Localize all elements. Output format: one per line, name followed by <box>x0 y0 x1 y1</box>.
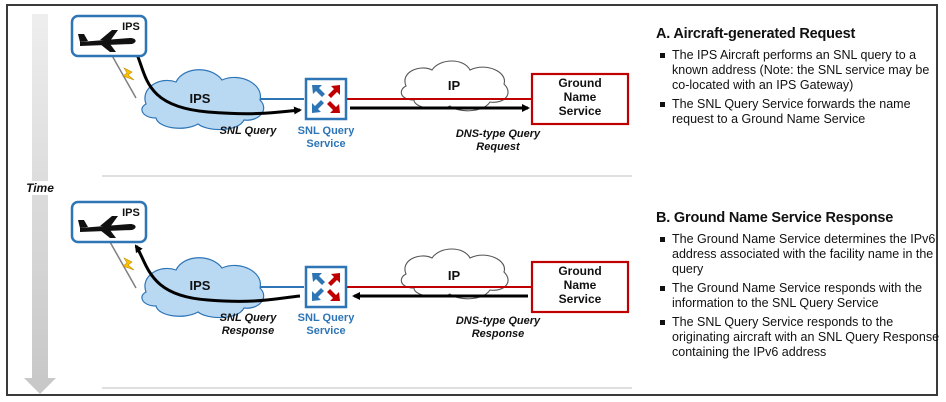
ground-label-line3: Service <box>559 292 602 306</box>
snl-query-label: SNL Query <box>220 125 278 137</box>
bullet-item: The SNL Query Service responds to the or… <box>660 315 946 360</box>
ground-label-line2: Name <box>564 90 597 104</box>
airplane-icon <box>78 30 136 52</box>
bullet-item: The Ground Name Service responds with th… <box>660 281 946 311</box>
ground-name-service-box <box>530 260 630 314</box>
ips-cloud-label: IPS <box>190 91 211 106</box>
ip-cloud-label: IP <box>448 268 461 283</box>
time-label: Time <box>26 181 54 195</box>
section-a-bullets: The IPS Aircraft performs an SNL query t… <box>656 48 946 127</box>
ip-cloud-label: IP <box>448 78 461 93</box>
slide-frame: Time IPS IP IPS <box>6 4 939 396</box>
snl-service-label-line2: Service <box>306 138 345 150</box>
ground-label-line2: Name <box>564 278 597 292</box>
dns-query-response-label-line1: DNS-type Query <box>456 315 541 327</box>
snl-query-response-label-line2: Response <box>222 325 275 337</box>
airplane-icon <box>78 216 136 238</box>
bullet-item: The Ground Name Service determines the I… <box>660 232 946 277</box>
snl-service-label-line1: SNL Query <box>298 125 356 137</box>
snl-service-label-line1: SNL Query <box>298 312 356 324</box>
snl-query-response-label-line1: SNL Query <box>220 312 278 324</box>
snl-query-service-icon <box>304 265 348 309</box>
bullet-item: The IPS Aircraft performs an SNL query t… <box>660 48 946 93</box>
snl-service-label-line2: Service <box>306 325 345 337</box>
timeline-arrow <box>24 14 56 394</box>
ground-name-service-box <box>530 72 630 126</box>
snl-query-response-arrow <box>134 244 301 303</box>
section-b-bullets: The Ground Name Service determines the I… <box>656 232 946 360</box>
ground-label-line1: Ground <box>558 264 601 278</box>
aircraft-label: IPS <box>122 207 140 219</box>
ground-label-line3: Service <box>559 104 602 118</box>
section-b-title: B. Ground Name Service Response <box>656 210 894 226</box>
scenario-a: IPS IP IPS SNL Query Service <box>70 14 630 153</box>
wireless-link <box>109 241 137 289</box>
snl-query-arrow <box>130 43 302 116</box>
snl-query-service-icon <box>304 77 348 121</box>
bullet-item: The SNL Query Service forwards the name … <box>660 97 946 127</box>
dns-query-label-line2: Request <box>476 141 521 153</box>
lightning-icon <box>122 257 135 271</box>
ips-cloud-label: IPS <box>190 278 211 293</box>
dns-query-label-line1: DNS-type Query <box>456 128 541 140</box>
aircraft-label: IPS <box>122 21 140 33</box>
section-a-title: A. Aircraft-generated Request <box>656 26 856 42</box>
section-a: A. Aircraft-generated Request The IPS Ai… <box>656 26 946 131</box>
section-b: B. Ground Name Service Response The Grou… <box>656 210 946 364</box>
network-diagram: Time IPS IP IPS <box>24 14 632 394</box>
dns-query-response-label-line2: Response <box>472 328 525 340</box>
wireless-link <box>109 51 137 99</box>
scenario-b: IPS IP IPS SNL Query Service <box>70 200 630 340</box>
ground-label-line1: Ground <box>558 76 601 90</box>
lightning-icon <box>122 67 135 81</box>
